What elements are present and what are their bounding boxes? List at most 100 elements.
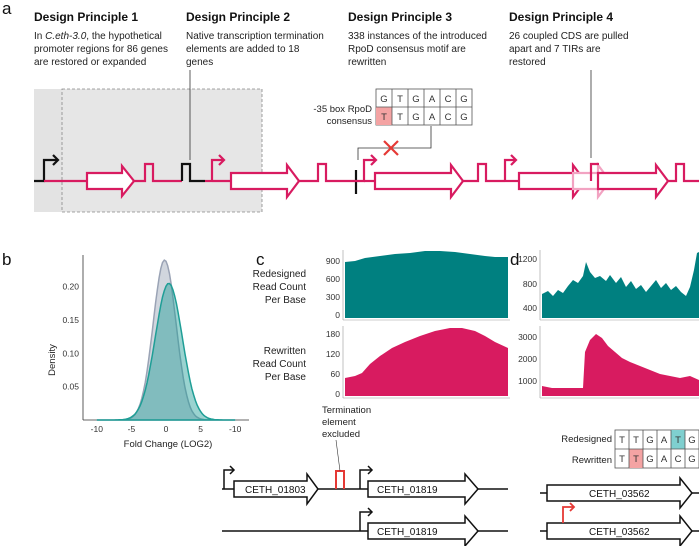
- principle-3-desc-1: 338 instances of the introduced: [348, 31, 487, 42]
- y-tick: 2000: [518, 354, 537, 364]
- redesigned-base: T: [675, 435, 681, 446]
- gene-arrow: [85, 162, 136, 200]
- y-tick: 0.15: [62, 315, 79, 325]
- redesigned-base: G: [646, 435, 653, 446]
- gene-arrow: [546, 513, 693, 546]
- panel-c-bottom-label-3: Per Base: [265, 372, 307, 383]
- gene-track-d-redesigned: [540, 475, 699, 511]
- gene-track-c-redesigned: [222, 465, 508, 507]
- panel-c-top-label-1: Redesigned: [253, 269, 306, 280]
- panel-b-letter: b: [2, 250, 11, 269]
- y-tick: 800: [523, 279, 537, 289]
- rewritten-base: C: [675, 454, 682, 465]
- gene-label: CETH_01803: [245, 485, 306, 496]
- y-tick: 0: [335, 389, 340, 399]
- motif-label-1: -35 box RpoD: [313, 104, 372, 115]
- redesigned-base: T: [633, 435, 639, 446]
- principle-1-title: Design Principle 1: [34, 10, 138, 24]
- y-tick: 1000: [518, 376, 537, 386]
- motif-mutated-cell: [376, 107, 392, 125]
- principle-2-desc-1: Native transcription termination: [186, 31, 324, 42]
- gene-arrow: [596, 161, 670, 201]
- gene-label: CETH_03562: [589, 489, 650, 500]
- motif-top-base: G: [412, 94, 419, 105]
- rewritten-base: T: [619, 454, 625, 465]
- genome-track: [34, 154, 699, 201]
- seq-label-rewritten: Rewritten: [572, 455, 612, 466]
- sequence-comparison-grid: T T G A T G T T G A C G: [614, 429, 699, 469]
- promoter-arrow: [503, 158, 515, 181]
- panel-c-letter: c: [256, 250, 265, 269]
- promoter-region-original: [34, 89, 64, 212]
- rewritten-base: G: [688, 454, 695, 465]
- principle-3-pointer: [357, 126, 432, 160]
- x-tick: -5: [128, 424, 136, 434]
- principle-2-desc-3: genes: [186, 57, 213, 68]
- redesigned-base: G: [688, 435, 695, 446]
- principle-3-title: Design Principle 3: [348, 10, 452, 24]
- gene-label: CETH_03562: [589, 527, 650, 538]
- gene-label: CETH_01819: [377, 527, 438, 538]
- termination-pointer: [335, 439, 341, 472]
- terminator: [463, 162, 505, 183]
- motif-bottom-base: G: [460, 112, 467, 123]
- panel-d-letter: d: [510, 250, 519, 269]
- principle-4-title: Design Principle 4: [509, 10, 613, 24]
- motif-grid: G T G A C G T T G A C G: [375, 88, 473, 126]
- rewritten-base: A: [661, 454, 668, 465]
- termination-note-1: Termination: [322, 405, 371, 416]
- terminator: [668, 162, 699, 183]
- motif-label-2: consensus: [327, 116, 373, 127]
- y-tick: 0.10: [62, 348, 79, 358]
- redesigned-highlight-cell: [671, 430, 685, 449]
- motif-top-base: T: [397, 94, 403, 105]
- motif-bottom-base: A: [429, 112, 436, 123]
- panel-a-letter: a: [2, 0, 12, 18]
- promoter-region-expanded: [61, 88, 263, 213]
- promoter-arrow: [348, 158, 375, 183]
- new-promoter-arrow: [562, 506, 574, 523]
- gene-label: CETH_01819: [377, 485, 438, 496]
- motif-top-base: C: [445, 94, 452, 105]
- motif-bottom-base: T: [397, 112, 403, 123]
- principle-2-desc-2: elements are added to 18: [186, 44, 300, 55]
- y-tick: 300: [326, 292, 340, 302]
- coverage-rewritten-d: 3000 2000 1000: [518, 326, 699, 399]
- y-tick: 120: [326, 349, 340, 359]
- termination-note-2: element: [322, 417, 356, 428]
- rewritten-highlight-cell: [629, 449, 643, 468]
- panel-c-bottom-label-2: Read Count: [253, 359, 307, 370]
- gene-arrow: [367, 471, 479, 507]
- x-tick: -10: [91, 424, 104, 434]
- native-terminator: [180, 162, 205, 183]
- gene-arrow: [546, 475, 693, 511]
- motif-top-base: G: [460, 94, 467, 105]
- panel-c-bottom-label-1: Rewritten: [264, 346, 306, 357]
- motif-top-base: A: [429, 94, 436, 105]
- principle-3-desc-2: RpoD consensus motif are: [348, 44, 466, 55]
- panel-c-top-label-3: Per Base: [265, 295, 307, 306]
- y-tick: 900: [326, 256, 340, 266]
- cross-icon: [383, 140, 399, 156]
- gene-arrow: [229, 161, 301, 201]
- y-tick: 60: [331, 369, 341, 379]
- y-tick: 600: [326, 274, 340, 284]
- principle-1-desc-2: promoter regions for 86 genes: [34, 44, 168, 55]
- coverage-rewritten-c: 180 120 60 0: [326, 326, 510, 399]
- x-tick: -10: [229, 424, 242, 434]
- terminator: [134, 162, 182, 183]
- gene-arrow: [373, 161, 465, 201]
- y-tick: 0.20: [62, 282, 79, 292]
- x-tick: 0: [164, 424, 169, 434]
- rewritten-base: G: [646, 454, 653, 465]
- gene-track-d-rewritten: [540, 502, 699, 546]
- y-tick: 0: [335, 310, 340, 320]
- principle-2-title: Design Principle 2: [186, 10, 290, 24]
- principle-3-desc-3: rewritten: [348, 57, 386, 68]
- termination-note-3: excluded: [322, 429, 360, 440]
- y-tick: 400: [523, 303, 537, 313]
- gene-track-c-rewritten: [222, 507, 508, 546]
- y-tick: 180: [326, 329, 340, 339]
- promoter-arrow: [210, 158, 223, 181]
